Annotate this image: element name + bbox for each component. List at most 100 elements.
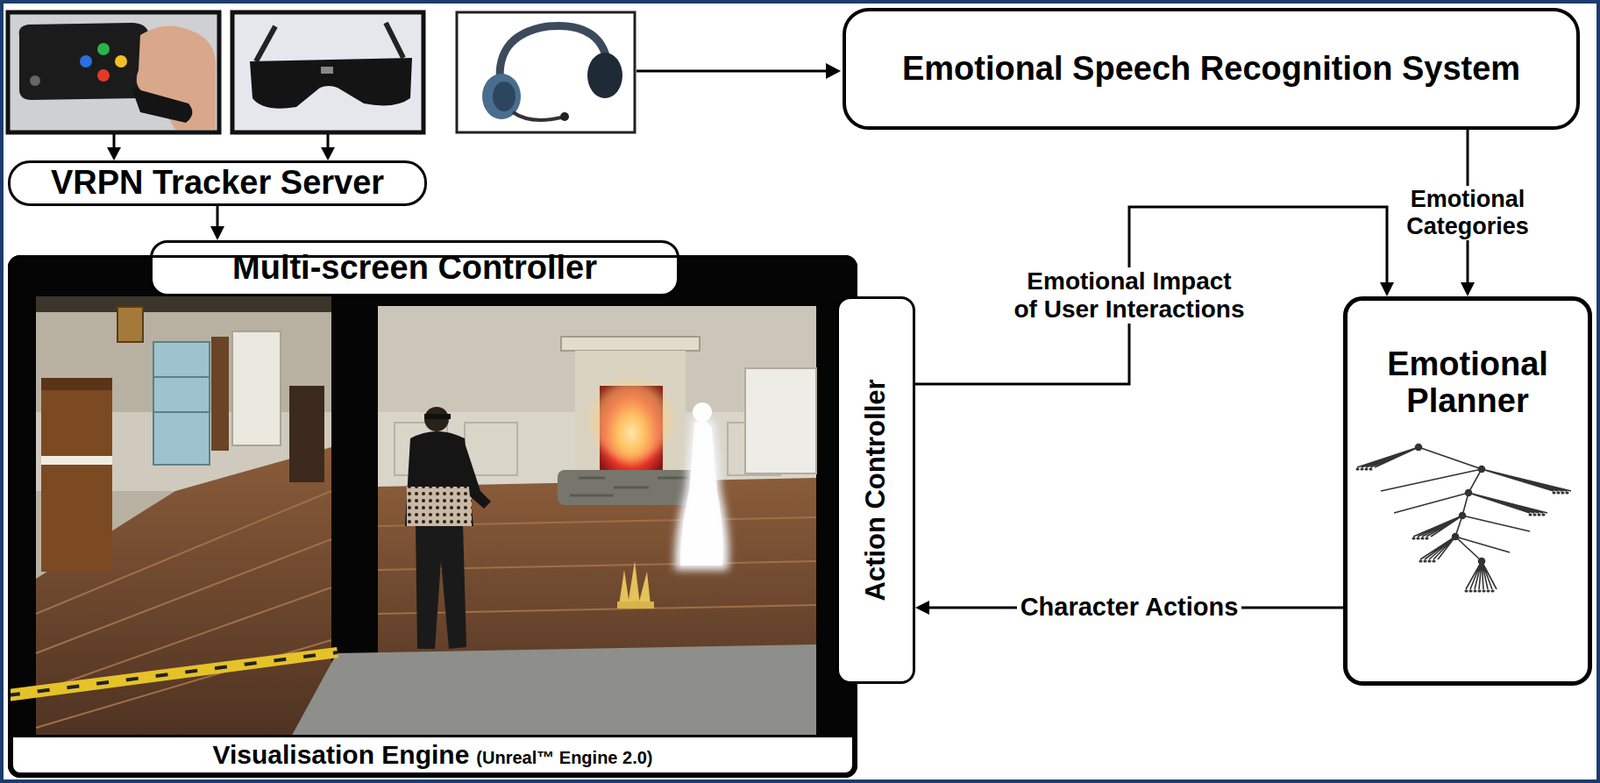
cave-photo-part (153, 376, 210, 413)
gamepad-photo-part (131, 87, 192, 123)
headset-photo-part (560, 112, 569, 121)
headset-photo (456, 12, 635, 133)
engine-label-band: Visualisation Engine (Unreal™ Engine 2.0) (10, 734, 855, 776)
headset-photo-part (492, 81, 516, 112)
planner-tree-part (1415, 444, 1423, 451)
arrow-head (915, 600, 930, 615)
cave-photo-part (424, 413, 451, 420)
box-text: VRPN Tracker Server (50, 164, 384, 202)
connector-line (915, 206, 1387, 384)
device-arrows-part (320, 147, 335, 161)
cave-photo-part (464, 442, 491, 509)
glasses-photo-part (232, 12, 424, 133)
cave-photo-part (680, 420, 724, 566)
glasses-photo-part (385, 22, 404, 58)
cave-photo-part (35, 296, 332, 313)
cave-photo-part (7, 255, 858, 778)
cave-photo-part (211, 336, 229, 451)
device-arrows-part (825, 63, 841, 79)
cave-photo-part (591, 381, 671, 461)
planner-tree (1357, 444, 1572, 592)
headset-photo-part (456, 12, 635, 133)
cave-photo-part (153, 341, 210, 465)
box-text: Emotional Speech Recognition System (902, 50, 1521, 88)
box-text: Emotional Planner (1358, 346, 1578, 420)
controller-box: Multi-screen Controller (149, 240, 680, 297)
cave-photo-part (692, 402, 712, 422)
gamepad-photo (7, 12, 220, 133)
cave-photo-part (41, 377, 113, 572)
cave-photo-part (617, 601, 655, 609)
device-arrows-part (636, 70, 828, 73)
cave-photo-part (745, 368, 817, 474)
engine-version: (Unreal™ Engine 2.0) (476, 747, 653, 768)
planner-tree-part (1393, 492, 1469, 513)
box-title: Emotional Planner (1358, 346, 1578, 420)
cave-photo-part (289, 385, 325, 483)
edge-label: Emotional Impact of User Interactions (1009, 267, 1250, 324)
action-box: Action Controller (836, 296, 916, 684)
connector-line (216, 206, 220, 230)
cave-photo-part (7, 647, 339, 702)
device-arrows-part (113, 134, 116, 150)
vertical-label: Action Controller (860, 378, 891, 601)
planner-tree-part (1481, 469, 1572, 491)
server-box: VRPN Tracker Server (7, 160, 427, 207)
cave-photo-part (561, 336, 700, 351)
planner-tree-part (1465, 490, 1472, 497)
engine-panel: Visualisation Engine (Unreal™ Engine 2.0) (7, 255, 858, 778)
planner-tree-part (1479, 466, 1486, 473)
cave-photo-part (638, 571, 651, 605)
gamepad-photo-part (97, 42, 110, 56)
planner-tree-part (1462, 515, 1530, 532)
edge-label: Character Actions (1016, 592, 1243, 622)
gamepad-photo-part (79, 55, 93, 68)
planner-tree-part (1465, 561, 1497, 590)
cave-photo-part (618, 569, 630, 605)
arrow-head (210, 226, 225, 241)
edge-label: Emotional Categories (1399, 185, 1537, 241)
planner-tree-part (1420, 536, 1456, 560)
gamepad-photo-part (29, 75, 41, 86)
gamepad-photo-part (7, 12, 220, 133)
box-title: Emotional Speech Recognition System (902, 50, 1521, 88)
glasses-photo-part (256, 26, 276, 62)
planner-tree-part (1452, 533, 1459, 541)
glasses-photo-part (320, 66, 334, 74)
cave-photo-part (569, 477, 693, 496)
planner-tree-part (1357, 447, 1419, 468)
cave-photo-part (406, 486, 472, 527)
engine-label-line: Visualisation Engine (Unreal™ Engine 2.0) (212, 739, 653, 770)
engine-name: Visualisation Engine (212, 739, 470, 769)
cave-photo-part (41, 455, 113, 465)
planner-tree-part (1357, 469, 1572, 591)
planner-tree-part (1380, 469, 1482, 491)
gamepad-photo-part (114, 55, 128, 68)
cave-photo-part (627, 561, 640, 605)
planner-tree-part (1479, 558, 1486, 565)
connector-arrow (915, 206, 1394, 384)
device-arrows-part (327, 134, 330, 150)
cave-photo-part (675, 416, 730, 570)
cave-photo-part (41, 377, 113, 391)
box-title: VRPN Tracker Server (50, 164, 384, 202)
device-arrows (106, 63, 841, 161)
cave-photo-part (7, 652, 338, 696)
glasses-photo-part (249, 57, 413, 109)
cave-photo-part (232, 331, 281, 446)
gamepad-photo-part (19, 22, 151, 100)
planner-box: Emotional Planner (1343, 296, 1593, 686)
connector-arrow (210, 206, 225, 241)
arrow-head (1379, 282, 1394, 297)
cave-photo-part (405, 431, 474, 527)
gamepad-photo-part (97, 69, 110, 82)
headset-photo-part (587, 52, 623, 99)
cave-photo-part (289, 644, 817, 740)
arrow-head (1460, 282, 1475, 297)
glasses-photo (232, 12, 424, 133)
cave-photo (7, 255, 858, 778)
cave-photo-part (117, 306, 143, 342)
device-arrows-part (106, 147, 121, 161)
cave-photo-part (415, 524, 467, 649)
